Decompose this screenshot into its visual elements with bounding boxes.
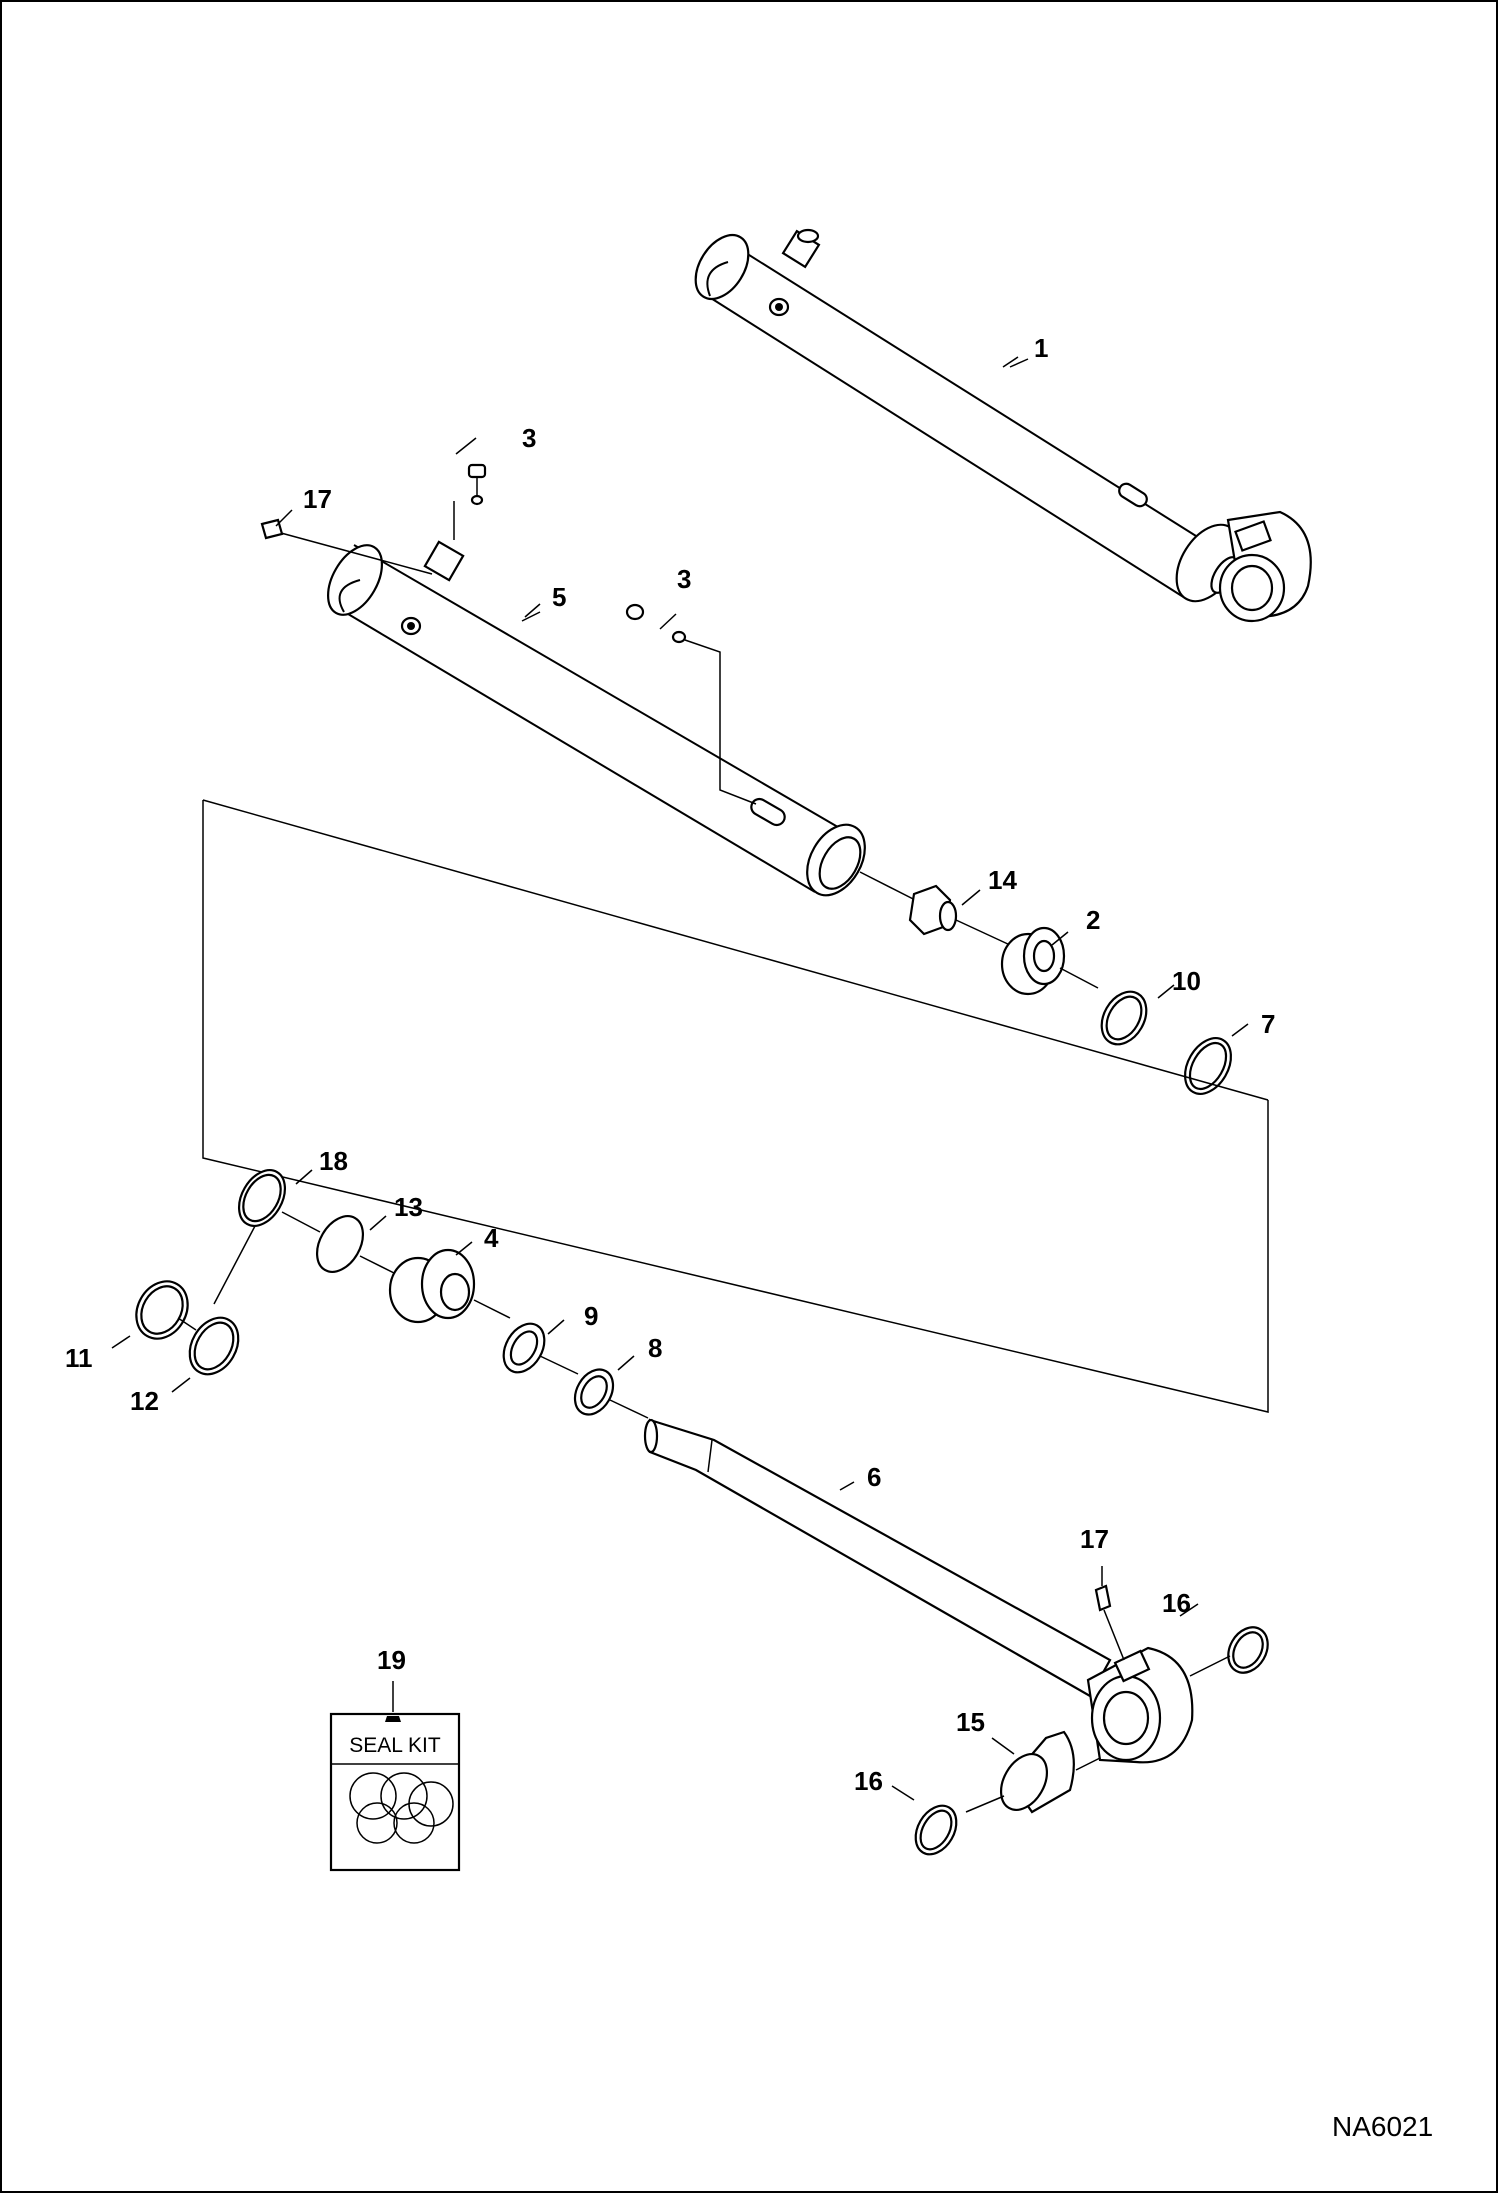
callout-item-6: 6 [867,1462,881,1492]
callout-item-17-top: 17 [303,484,332,514]
callout-item-2: 2 [1086,905,1100,935]
callout-item-13: 13 [394,1192,423,1222]
callout-item-12: 12 [130,1386,159,1416]
rod-eye [1086,1566,1194,1764]
callout-item-9: 9 [584,1301,598,1331]
callout-item-5: 5 [552,582,566,612]
callout-item-11: 11 [65,1343,93,1373]
callout-item-8: 8 [648,1333,662,1363]
callout-item-10: 10 [1172,966,1201,996]
callout-item-3-mid: 3 [677,564,691,594]
bushing-group [914,1626,1269,1856]
callout-item-16-left: 16 [854,1766,883,1796]
callouts: 1 3 17 5 3 14 2 10 7 18 13 4 9 8 11 12 6… [65,333,1433,2142]
callout-item-19: 19 [377,1645,406,1675]
callout-item-7: 7 [1261,1009,1275,1039]
callout-item-17-bottom: 17 [1080,1524,1109,1554]
callout-item-14: 14 [988,865,1017,895]
leader-lines [111,356,1249,1801]
callout-item-4: 4 [484,1223,499,1253]
piston-group [859,871,1233,1095]
callout-item-15: 15 [956,1707,985,1737]
explode-bracket [202,800,1269,1413]
head-group [135,1169,649,1419]
callout-item-1: 1 [1034,333,1048,363]
seal-kit [329,1681,461,1872]
assembled-cylinder [694,228,1312,623]
seal-kit-label: SEAL KIT [349,1734,441,1757]
callout-item-18: 18 [319,1146,348,1176]
drawing-code: NA6021 [1332,2111,1433,2142]
barrel [269,501,866,897]
callout-item-16-right: 16 [1162,1588,1191,1618]
callout-item-3-top: 3 [522,423,536,453]
